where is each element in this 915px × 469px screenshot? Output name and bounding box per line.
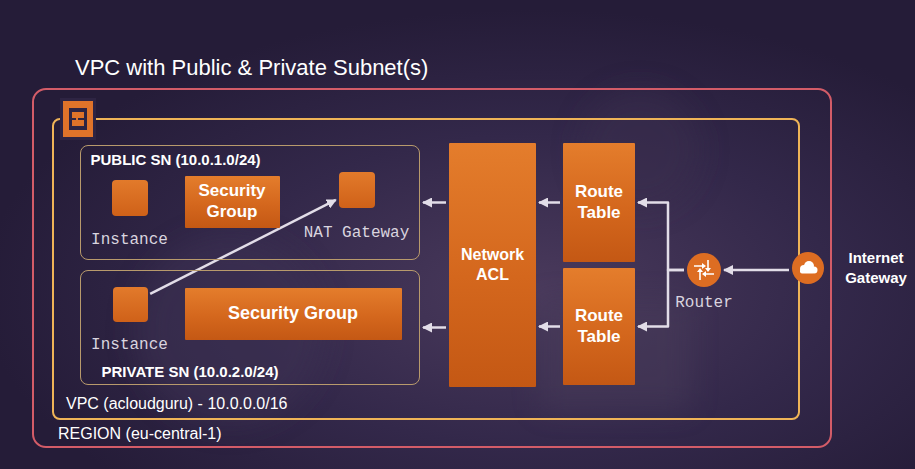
- diagram-title: VPC with Public & Private Subnet(s): [75, 55, 428, 81]
- box-label: Route Table: [563, 306, 635, 347]
- resource-icon: NAT Gateway: [339, 172, 375, 208]
- text-holder: PRIVATE SN (10.0.2.0/24): [102, 363, 279, 380]
- cloud-symbol: [800, 261, 818, 274]
- text-holder: Internet Gateway: [842, 248, 910, 289]
- resource-icon: Instance: [113, 287, 148, 322]
- group-label: REGION (eu-central-1): [58, 425, 222, 443]
- connector-arrow: [539, 201, 560, 204]
- text-holder: REGION (eu-central-1): [58, 425, 222, 443]
- resource-icon: Instance: [112, 180, 148, 216]
- process-box: Route Table: [563, 268, 635, 385]
- process-box: Network ACL: [449, 143, 536, 387]
- icon-label: Router: [675, 294, 733, 312]
- box-label: Route Table: [563, 182, 635, 223]
- process-box: Route Table: [563, 143, 635, 262]
- icon-label: Internet Gateway: [842, 248, 910, 289]
- box-label: Security Group: [185, 181, 280, 222]
- box-label: Network ACL: [449, 245, 536, 284]
- connector-arrow: [423, 201, 446, 204]
- icon-label: Instance: [91, 336, 168, 354]
- connector-arrow: [423, 326, 446, 329]
- resource-icon: Internet Gateway: [792, 252, 824, 284]
- text-holder: Router: [675, 294, 733, 312]
- icon-shape: [63, 101, 93, 137]
- router-symbol: [694, 260, 714, 280]
- text-holder: Instance: [91, 336, 168, 354]
- circle-shape: [687, 253, 721, 287]
- group-frame: PUBLIC SN (10.0.1.0/24) Instance Security …: [80, 145, 420, 260]
- text-holder: VPC with Public & Private Subnet(s): [75, 55, 428, 81]
- icon-label: NAT Gateway: [304, 224, 410, 242]
- connector-arrow: [724, 269, 789, 272]
- group-frame: PRIVATE SN (10.0.2.0/24) Instance Security…: [80, 270, 420, 385]
- group-frame: REGION (eu-central-1) VPC (acloudguru) - …: [32, 88, 832, 448]
- text-holder: NAT Gateway: [304, 224, 410, 242]
- icon-patch: [60, 98, 96, 140]
- group-label: VPC (acloudguru) - 10.0.0.0/16: [66, 395, 287, 413]
- circle-fill: [687, 253, 721, 287]
- connector-arrow: [539, 325, 560, 328]
- text-holder: VPC (acloudguru) - 10.0.0.0/16: [66, 395, 287, 413]
- group-label: PUBLIC SN (10.0.1.0/24): [91, 151, 261, 168]
- icon-label: Instance: [91, 231, 168, 249]
- process-box: Security Group: [185, 176, 280, 228]
- group-label: PRIVATE SN (10.0.2.0/24): [102, 363, 279, 380]
- vpc-icon: [60, 98, 96, 140]
- circle-shape: [792, 252, 824, 284]
- icon-shape: [72, 112, 84, 126]
- group-frame: VPC (acloudguru) - 10.0.0.0/16 PUBLIC SN …: [52, 118, 800, 420]
- process-box: Security Group: [185, 288, 402, 340]
- connector-arrow: [638, 203, 684, 271]
- text-holder: Instance: [91, 231, 168, 249]
- resource-icon: Router: [687, 253, 721, 287]
- text-holder: PUBLIC SN (10.0.1.0/24): [91, 151, 261, 168]
- circle-fill: [792, 252, 824, 284]
- box-label: Security Group: [224, 303, 362, 325]
